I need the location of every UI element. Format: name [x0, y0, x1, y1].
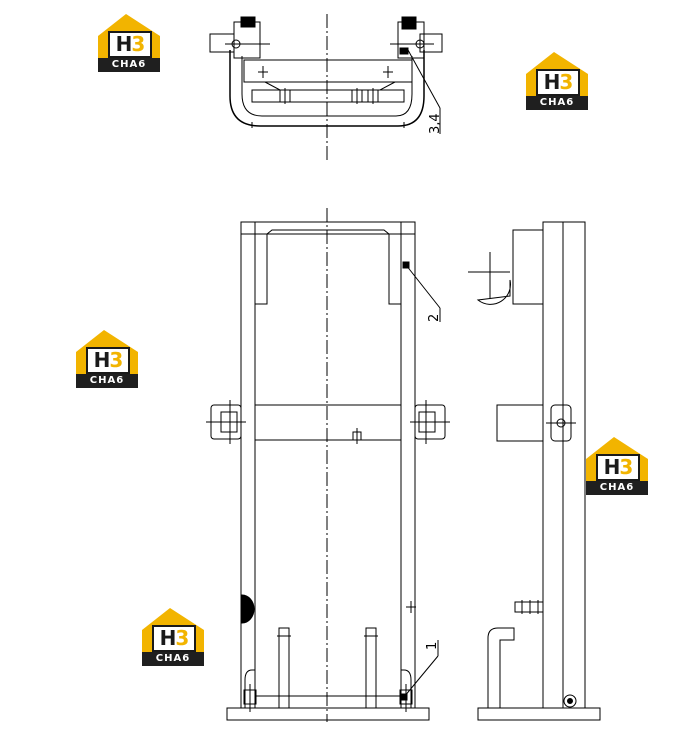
- logo-letters: H3: [596, 454, 640, 481]
- watermark-logo: H3 CHA6: [526, 52, 588, 110]
- logo-letters: H3: [152, 625, 196, 652]
- callout-2: 2: [427, 314, 442, 322]
- top-frame-inner: [241, 56, 413, 117]
- logo-caption: CHA6: [586, 481, 648, 495]
- logo-letters: H3: [86, 347, 130, 374]
- front-left-post: [240, 221, 256, 709]
- front-right-post: [400, 221, 416, 709]
- front-base-plate: [254, 695, 402, 709]
- leader-3-4: [407, 49, 441, 109]
- front-top-inner: [266, 229, 390, 235]
- side-top-hook: [476, 279, 511, 305]
- leader-1: [403, 655, 439, 698]
- front-mid-crossbeam: [254, 404, 402, 441]
- front-view: 2 1: [206, 208, 450, 722]
- callout-1: 1: [425, 642, 440, 650]
- side-base-pin: [563, 694, 577, 708]
- side-view: [468, 221, 601, 721]
- top-left-lug: [209, 33, 235, 53]
- front-rubber-stop: [241, 594, 255, 624]
- top-right-bolt: [399, 47, 409, 55]
- side-bracket: [514, 601, 544, 613]
- logo-caption: CHA6: [142, 652, 204, 666]
- watermark-logo: H3 CHA6: [76, 330, 138, 388]
- top-right-lug: [419, 33, 443, 53]
- side-lower-hook: [487, 627, 515, 708]
- leader-2: [405, 264, 441, 309]
- top-left-clamp: [240, 16, 256, 28]
- front-base-rail: [226, 707, 430, 721]
- top-frame-outer: [229, 50, 425, 127]
- side-top-block: [512, 229, 544, 305]
- logo-letters: H3: [108, 31, 152, 58]
- top-crossbeam: [243, 59, 413, 83]
- logo-caption: CHA6: [98, 58, 160, 72]
- watermark-logo: H3 CHA6: [142, 608, 204, 666]
- callout-3-4: 3,4: [428, 113, 443, 134]
- front-left-gusset: [254, 233, 268, 305]
- front-base-right-hook: [401, 669, 412, 708]
- watermark-logo: H3 CHA6: [98, 14, 160, 72]
- top-view: 3,4: [209, 14, 443, 163]
- front-top-rail: [240, 221, 416, 235]
- front-base-left-hook: [244, 669, 255, 708]
- side-mid-block: [496, 404, 544, 442]
- side-post: [542, 221, 564, 709]
- side-base-pin-core: [567, 698, 573, 704]
- top-lower-plate: [251, 89, 405, 103]
- top-bolts: [258, 66, 393, 104]
- side-base-rail: [477, 707, 601, 721]
- front-right-gusset: [388, 233, 402, 305]
- logo-caption: CHA6: [526, 96, 588, 110]
- logo-letters: H3: [536, 69, 580, 96]
- side-post-back: [562, 221, 586, 709]
- top-right-clamp: [401, 16, 417, 30]
- watermark-logo: H3 CHA6: [586, 437, 648, 495]
- logo-caption: CHA6: [76, 374, 138, 388]
